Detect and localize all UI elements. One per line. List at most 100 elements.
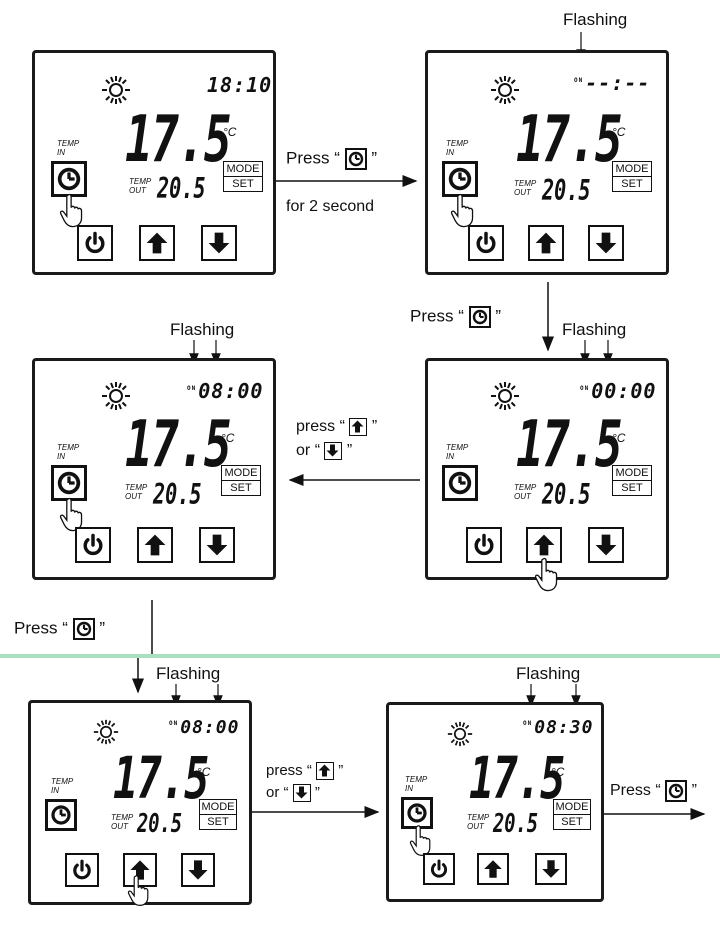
flow-arrow-4b <box>132 658 144 698</box>
temp-out-display: 20.5 <box>137 811 182 837</box>
up-button[interactable] <box>137 527 173 563</box>
temp-in-display: 17.5 <box>516 108 621 172</box>
clock-button[interactable] <box>442 465 478 501</box>
pointing-hand-icon <box>534 557 560 593</box>
celsius-unit: °C <box>612 125 625 139</box>
flow-arrow-6 <box>604 808 714 820</box>
sun-icon <box>93 719 119 745</box>
temp-in-display: 17.5 <box>516 413 621 477</box>
flow-arrow-1 <box>276 175 426 187</box>
down-button[interactable] <box>535 853 567 885</box>
down-arrow-icon <box>324 442 342 460</box>
power-button[interactable] <box>75 527 111 563</box>
flow-arrow-3 <box>284 474 424 486</box>
sun-icon <box>490 381 520 411</box>
instruction-or-down: or “ ” <box>296 442 352 460</box>
down-button[interactable] <box>199 527 235 563</box>
up-arrow-icon <box>316 762 334 780</box>
celsius-unit: °C <box>612 431 625 445</box>
temp-out-display: 20.5 <box>493 811 538 837</box>
clock-display: ON00:00 <box>580 379 656 403</box>
power-button[interactable] <box>77 225 113 261</box>
celsius-unit: °C <box>223 125 236 139</box>
clock-button[interactable] <box>51 465 87 501</box>
clock-button[interactable] <box>51 161 87 197</box>
instruction-press-clock: Press “ ” <box>410 306 501 328</box>
instruction-press-clock: Press “ ” <box>14 618 105 640</box>
pointing-hand-icon <box>127 875 151 907</box>
up-button[interactable] <box>139 225 175 261</box>
flashing-label-1: Flashing <box>563 10 627 30</box>
pointing-hand-icon <box>450 193 476 229</box>
down-button[interactable] <box>588 527 624 563</box>
down-button[interactable] <box>201 225 237 261</box>
flow-arrow-4a <box>149 600 155 656</box>
temp-out-display: 20.5 <box>157 175 206 203</box>
flashing-label-2: Flashing <box>562 320 626 340</box>
temp-in-display: 17.5 <box>125 108 230 172</box>
clock-button[interactable] <box>45 799 77 831</box>
instruction-duration: for 2 second <box>286 198 374 216</box>
temp-in-display: 17.5 <box>113 749 208 807</box>
flashing-label-4: Flashing <box>156 664 220 684</box>
clock-button[interactable] <box>442 161 478 197</box>
flashing-label-5: Flashing <box>516 664 580 684</box>
celsius-unit: °C <box>221 431 234 445</box>
section-divider <box>0 654 720 658</box>
temp-in-display: 17.5 <box>469 749 564 807</box>
clock-icon <box>665 780 687 802</box>
up-button[interactable] <box>528 225 564 261</box>
down-button[interactable] <box>181 853 215 887</box>
power-button[interactable] <box>468 225 504 261</box>
temp-out-display: 20.5 <box>542 177 591 205</box>
clock-display: 18:10 <box>207 73 272 97</box>
power-button[interactable] <box>466 527 502 563</box>
clock-icon <box>73 618 95 640</box>
instruction-or-down: or “ ” <box>266 784 320 802</box>
down-button[interactable] <box>588 225 624 261</box>
flow-arrow-2 <box>542 282 554 357</box>
power-button[interactable] <box>423 853 455 885</box>
instruction-press-up: press “ ” <box>266 762 343 780</box>
temp-out-display: 20.5 <box>542 481 591 509</box>
instruction-press-clock: Press “ ” <box>286 148 377 170</box>
sun-icon <box>101 75 131 105</box>
pointing-hand-icon <box>59 193 85 229</box>
power-button[interactable] <box>65 853 99 887</box>
temp-out-display: 20.5 <box>153 481 202 509</box>
clock-icon <box>345 148 367 170</box>
clock-display: ON--:-- <box>574 71 650 95</box>
up-arrow-icon <box>349 418 367 436</box>
up-button[interactable] <box>477 853 509 885</box>
celsius-unit: °C <box>551 765 564 779</box>
sun-icon <box>101 381 131 411</box>
down-arrow-icon <box>293 784 311 802</box>
instruction-press-clock: Press “ ” <box>610 780 697 802</box>
sun-icon <box>490 75 520 105</box>
